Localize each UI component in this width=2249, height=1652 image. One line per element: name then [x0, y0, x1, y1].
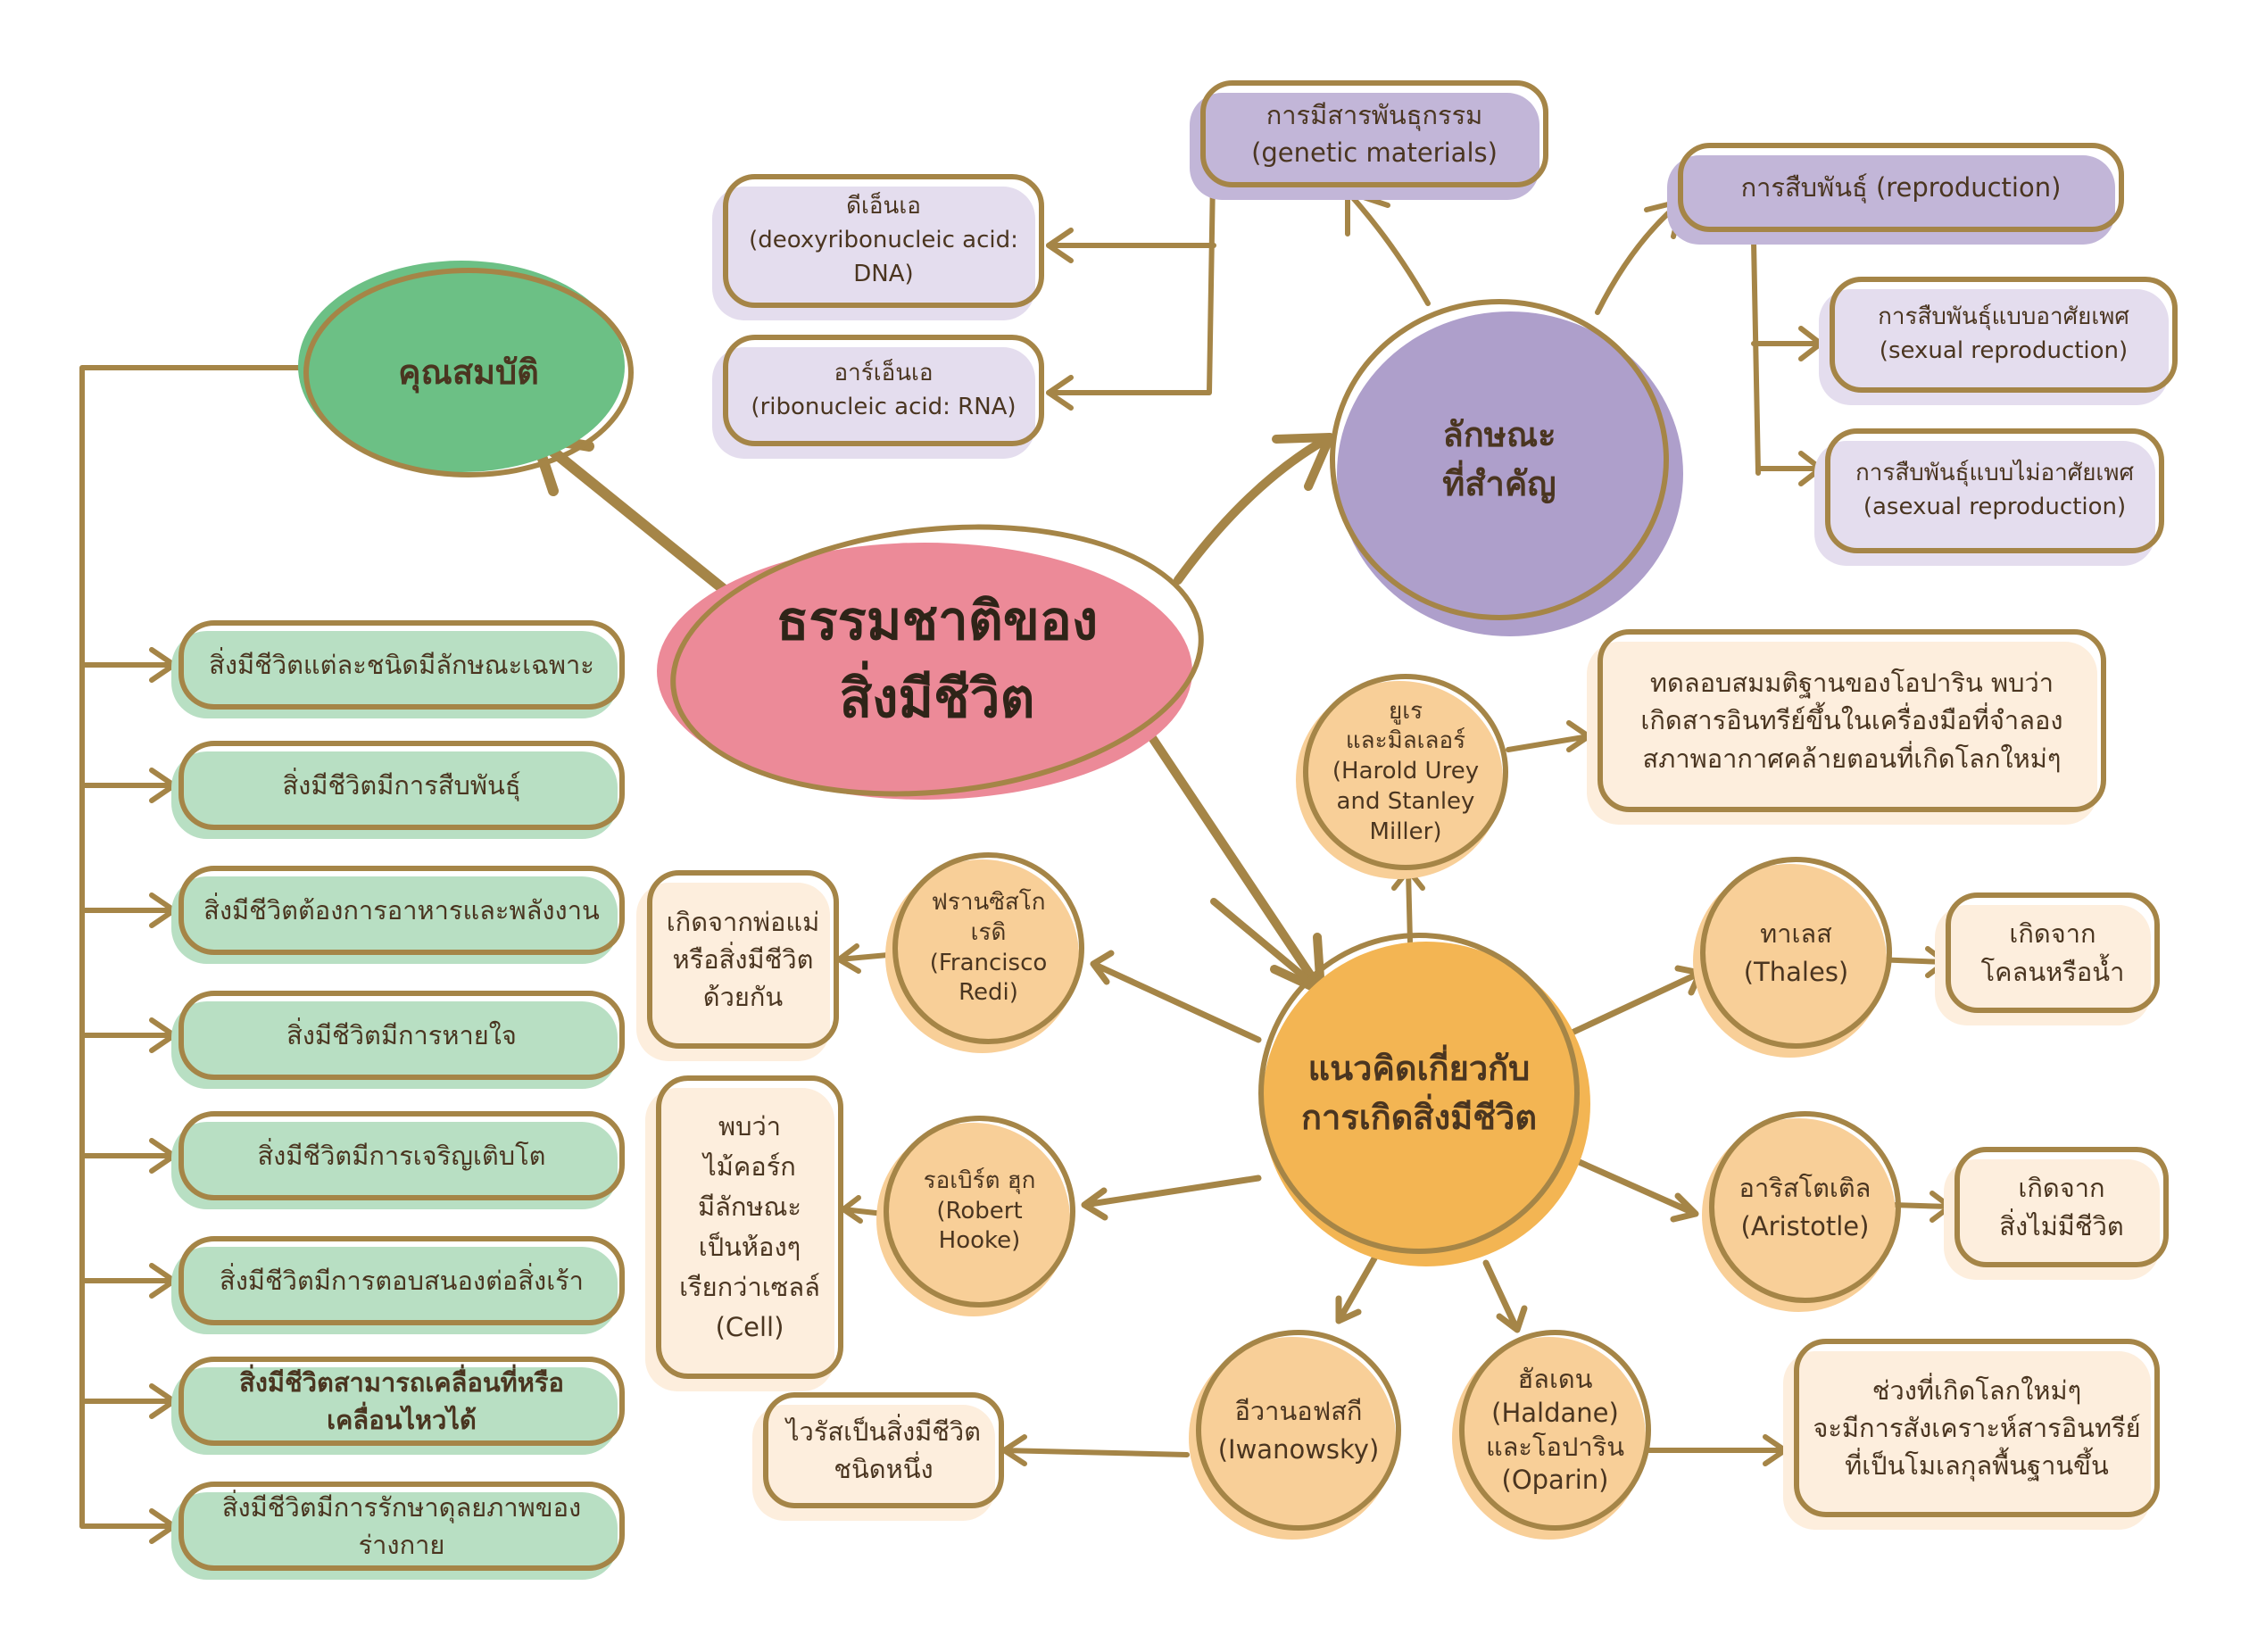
origin-topic: แนวคิดเกี่ยวกับ การเกิดสิ่งมีชีวิต [1258, 933, 1590, 1266]
center-title: ธรรมชาติของ สิ่งมีชีวิต [776, 590, 1099, 730]
genetic-materials-node: การมีสารพันธุกรรม (genetic materials) [1190, 80, 1548, 200]
rna-node: อาร์เอ็นเอ (ribonucleic acid: RNA) [712, 335, 1044, 459]
aristotle-node: อาริสโตเติล (Aristotle) [1702, 1111, 1901, 1312]
redi-label: ฟรานซิสโก เรดิ (Francisco Redi) [929, 888, 1048, 1007]
iwanowsky-note-text: ไวรัสเป็นสิ่งมีชีวิต ชนิดหนึ่ง [785, 1415, 982, 1484]
hooke-label: รอเบิร์ต ฮุก (Robert Hooke) [923, 1166, 1036, 1255]
property-item-label: สิ่งมีชีวิตมีการตอบสนองต่อสิ่งเร้า [220, 1265, 584, 1296]
arrow-center-origin [1138, 718, 1325, 995]
properties-trunk [79, 365, 306, 1529]
dna-label: ดีเอ็นเอ (deoxyribonucleic acid: DNA) [749, 193, 1018, 287]
property-item: สิ่งมีชีวิตมีการหายใจ [171, 991, 625, 1089]
property-item: สิ่งมีชีวิตมีการตอบสนองต่อสิ่งเร้า [171, 1236, 625, 1334]
rna-label: อาร์เอ็นเอ (ribonucleic acid: RNA) [751, 359, 1017, 420]
thales-note: เกิดจาก โคลนหรือน้ำ [1935, 892, 2160, 1025]
reproduction-node: การสืบพันธุ์ (reproduction) [1667, 143, 2124, 245]
haldane-oparin-note-text: ช่วงที่เกิดโลกใหม่ๆ จะมีการสังเคราะห์สาร… [1813, 1374, 2141, 1482]
center-topic: ธรรมชาติของ สิ่งมีชีวิต [656, 499, 1218, 822]
aristotle-label: อาริสโตเติล (Aristotle) [1739, 1173, 1871, 1241]
property-item: สิ่งมีชีวิตมีการเจริญเติบโต [171, 1111, 625, 1209]
aristotle-note-text: เกิดจาก สิ่งไม่มีชีวิต [1999, 1173, 2124, 1241]
haldane-oparin-note: ช่วงที่เกิดโลกใหม่ๆ จะมีการสังเคราะห์สาร… [1783, 1339, 2160, 1530]
redi-note: เกิดจากพ่อแม่ หรือสิ่งมีชีวิต ด้วยกัน [636, 870, 839, 1061]
thales-note-text: เกิดจาก โคลนหรือน้ำ [1980, 918, 2125, 987]
hooke-note-text: พบว่า ไม้คอร์ก มีลักษณะ เป็นห้องๆ เรียกว… [679, 1111, 820, 1342]
haldane-oparin-node: ฮัลเดน (Haldane) และโอปาริน (Oparin) [1452, 1330, 1651, 1540]
urey-miller-note: ทดลอบสมมติฐานของโอปาริน พบว่า เกิดสารอิน… [1587, 629, 2106, 825]
property-item: สิ่งมีชีวิตต้องการอาหารและพลังงาน [171, 866, 625, 964]
arrow-center-characteristics [1174, 433, 1334, 585]
sexual-reproduction-node: การสืบพันธุ์แบบอาศัยเพศ (sexual reproduc… [1819, 277, 2178, 405]
haldane-oparin-label: ฮัลเดน (Haldane) และโอปาริน (Oparin) [1485, 1364, 1625, 1496]
property-item-label: สิ่งมีชีวิตแต่ละชนิดมีลักษณะเฉพาะ [209, 649, 594, 680]
properties-topic: คุณสมบัติ [298, 261, 634, 477]
property-item-label: สิ่งมีชีวิตมีการรักษาดุลยภาพของร่างกาย [221, 1491, 582, 1560]
property-item-label: สิ่งมีชีวิตมีการเจริญเติบโต [257, 1140, 546, 1171]
property-item: สิ่งมีชีวิตแต่ละชนิดมีลักษณะเฉพาะ [171, 620, 625, 718]
hooke-node: รอเบิร์ต ฮุก (Robert Hooke) [876, 1116, 1075, 1316]
reproduction-label: การสืบพันธุ์ (reproduction) [1740, 171, 2062, 203]
characteristics-title: ลักษณะ ที่สำคัญ [1442, 414, 1556, 503]
redi-node: ฟรานซิสโก เรดิ (Francisco Redi) [885, 852, 1084, 1053]
property-item-label: สิ่งมีชีวิตมีการสืบพันธุ์ [282, 769, 521, 801]
aristotle-note: เกิดจาก สิ่งไม่มีชีวิต [1944, 1147, 2169, 1280]
asexual-reproduction-label: การสืบพันธุ์แบบไม่อาศัยเพศ (asexual repr… [1855, 460, 2134, 520]
property-item-label: สิ่งมีชีวิตต้องการอาหารและพลังงาน [203, 894, 600, 926]
characteristics-topic: ลักษณะ ที่สำคัญ [1330, 299, 1683, 636]
property-item: สิ่งมีชีวิตสามารถเคลื่อนที่หรือเคลื่อนไห… [171, 1357, 625, 1455]
property-item: สิ่งมีชีวิตมีการสืบพันธุ์ [171, 741, 625, 839]
dna-node: ดีเอ็นเอ (deoxyribonucleic acid: DNA) [712, 174, 1044, 320]
arrow-genetic [1345, 189, 1431, 306]
hooke-note: พบว่า ไม้คอร์ก มีลักษณะ เป็นห้องๆ เรียกว… [645, 1075, 843, 1391]
urey-miller-note-text: ทดลอบสมมติฐานของโอปาริน พบว่า เกิดสารอิน… [1640, 668, 2063, 774]
iwanowsky-node: อีวานอฟสกี (Iwanowsky) [1189, 1330, 1401, 1540]
properties-title: คุณสมบัติ [398, 352, 539, 392]
property-item-label: สิ่งมีชีวิตมีการหายใจ [286, 1019, 517, 1050]
redi-note-text: เกิดจากพ่อแม่ หรือสิ่งมีชีวิต ด้วยกัน [666, 906, 820, 1013]
origin-title: แนวคิดเกี่ยวกับ การเกิดสิ่งมีชีวิต [1300, 1048, 1538, 1137]
property-item: สิ่งมีชีวิตมีการรักษาดุลยภาพของร่างกาย [171, 1482, 625, 1580]
genetic-materials-label: การมีสารพันธุกรรม (genetic materials) [1251, 99, 1498, 168]
iwanowsky-note: ไวรัสเป็นสิ่งมีชีวิต ชนิดหนึ่ง [752, 1392, 1004, 1521]
urey-miller-node: ยูเร และมิลเลอร์ (Harold Urey and Stanle… [1296, 674, 1508, 879]
urey-miller-label: ยูเร และมิลเลอร์ (Harold Urey and Stanle… [1332, 697, 1480, 845]
thales-label: ทาเลส (Thales) [1743, 918, 1849, 987]
iwanowsky-label: อีวานอฟสกี (Iwanowsky) [1217, 1396, 1380, 1465]
thales-node: ทาเลส (Thales) [1693, 857, 1892, 1058]
sexual-reproduction-label: การสืบพันธุ์แบบอาศัยเพศ (sexual reproduc… [1878, 303, 2129, 364]
asexual-reproduction-node: การสืบพันธุ์แบบไม่อาศัยเพศ (asexual repr… [1814, 428, 2164, 566]
property-item-label: สิ่งมีชีวิตสามารถเคลื่อนที่หรือเคลื่อนไห… [239, 1366, 564, 1435]
